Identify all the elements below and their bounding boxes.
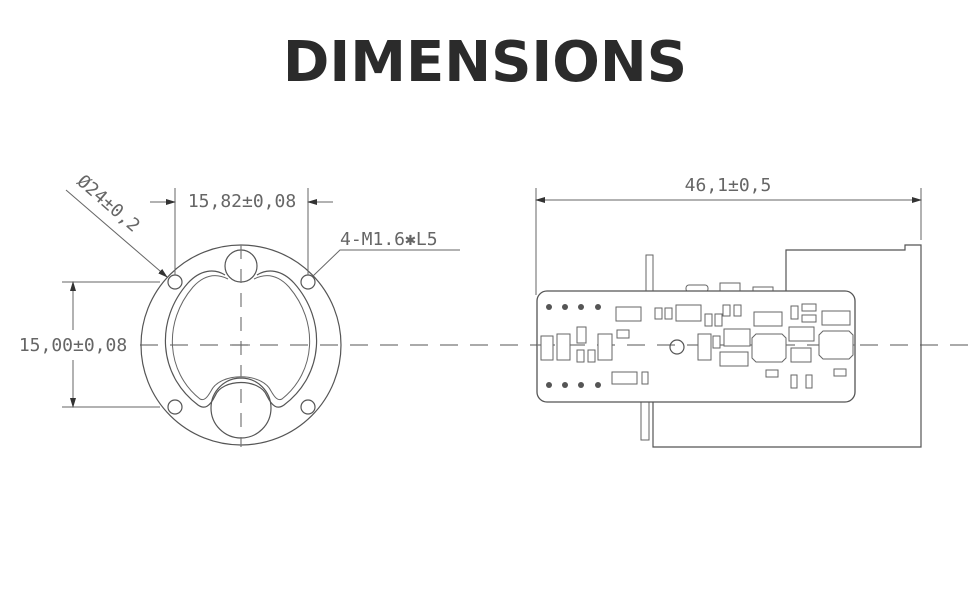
bottom-hole bbox=[210, 377, 272, 439]
page-title: DIMENSIONS bbox=[282, 30, 688, 95]
mount-hole bbox=[167, 399, 183, 415]
housing bbox=[652, 244, 922, 448]
mount-hole bbox=[167, 274, 183, 290]
hole-spacing-vertical-label: 15,00±0,08 bbox=[19, 335, 127, 356]
length-label: 46,1±0,5 bbox=[685, 175, 772, 196]
hole-spacing-horizontal-label: 15,82±0,08 bbox=[188, 191, 296, 212]
mount-hole bbox=[300, 399, 316, 415]
side-view: 46,1±0,5 bbox=[535, 175, 922, 448]
mount-hole bbox=[300, 274, 316, 290]
inner-slot bbox=[164, 270, 318, 408]
screw-spec-label: 4-M1.6✱L5 bbox=[340, 229, 438, 250]
pcb-components bbox=[540, 303, 854, 389]
front-view: 15,82±0,08 Ø24±0,2 4-M1.6✱L5 15,00±0,08 bbox=[19, 171, 460, 447]
